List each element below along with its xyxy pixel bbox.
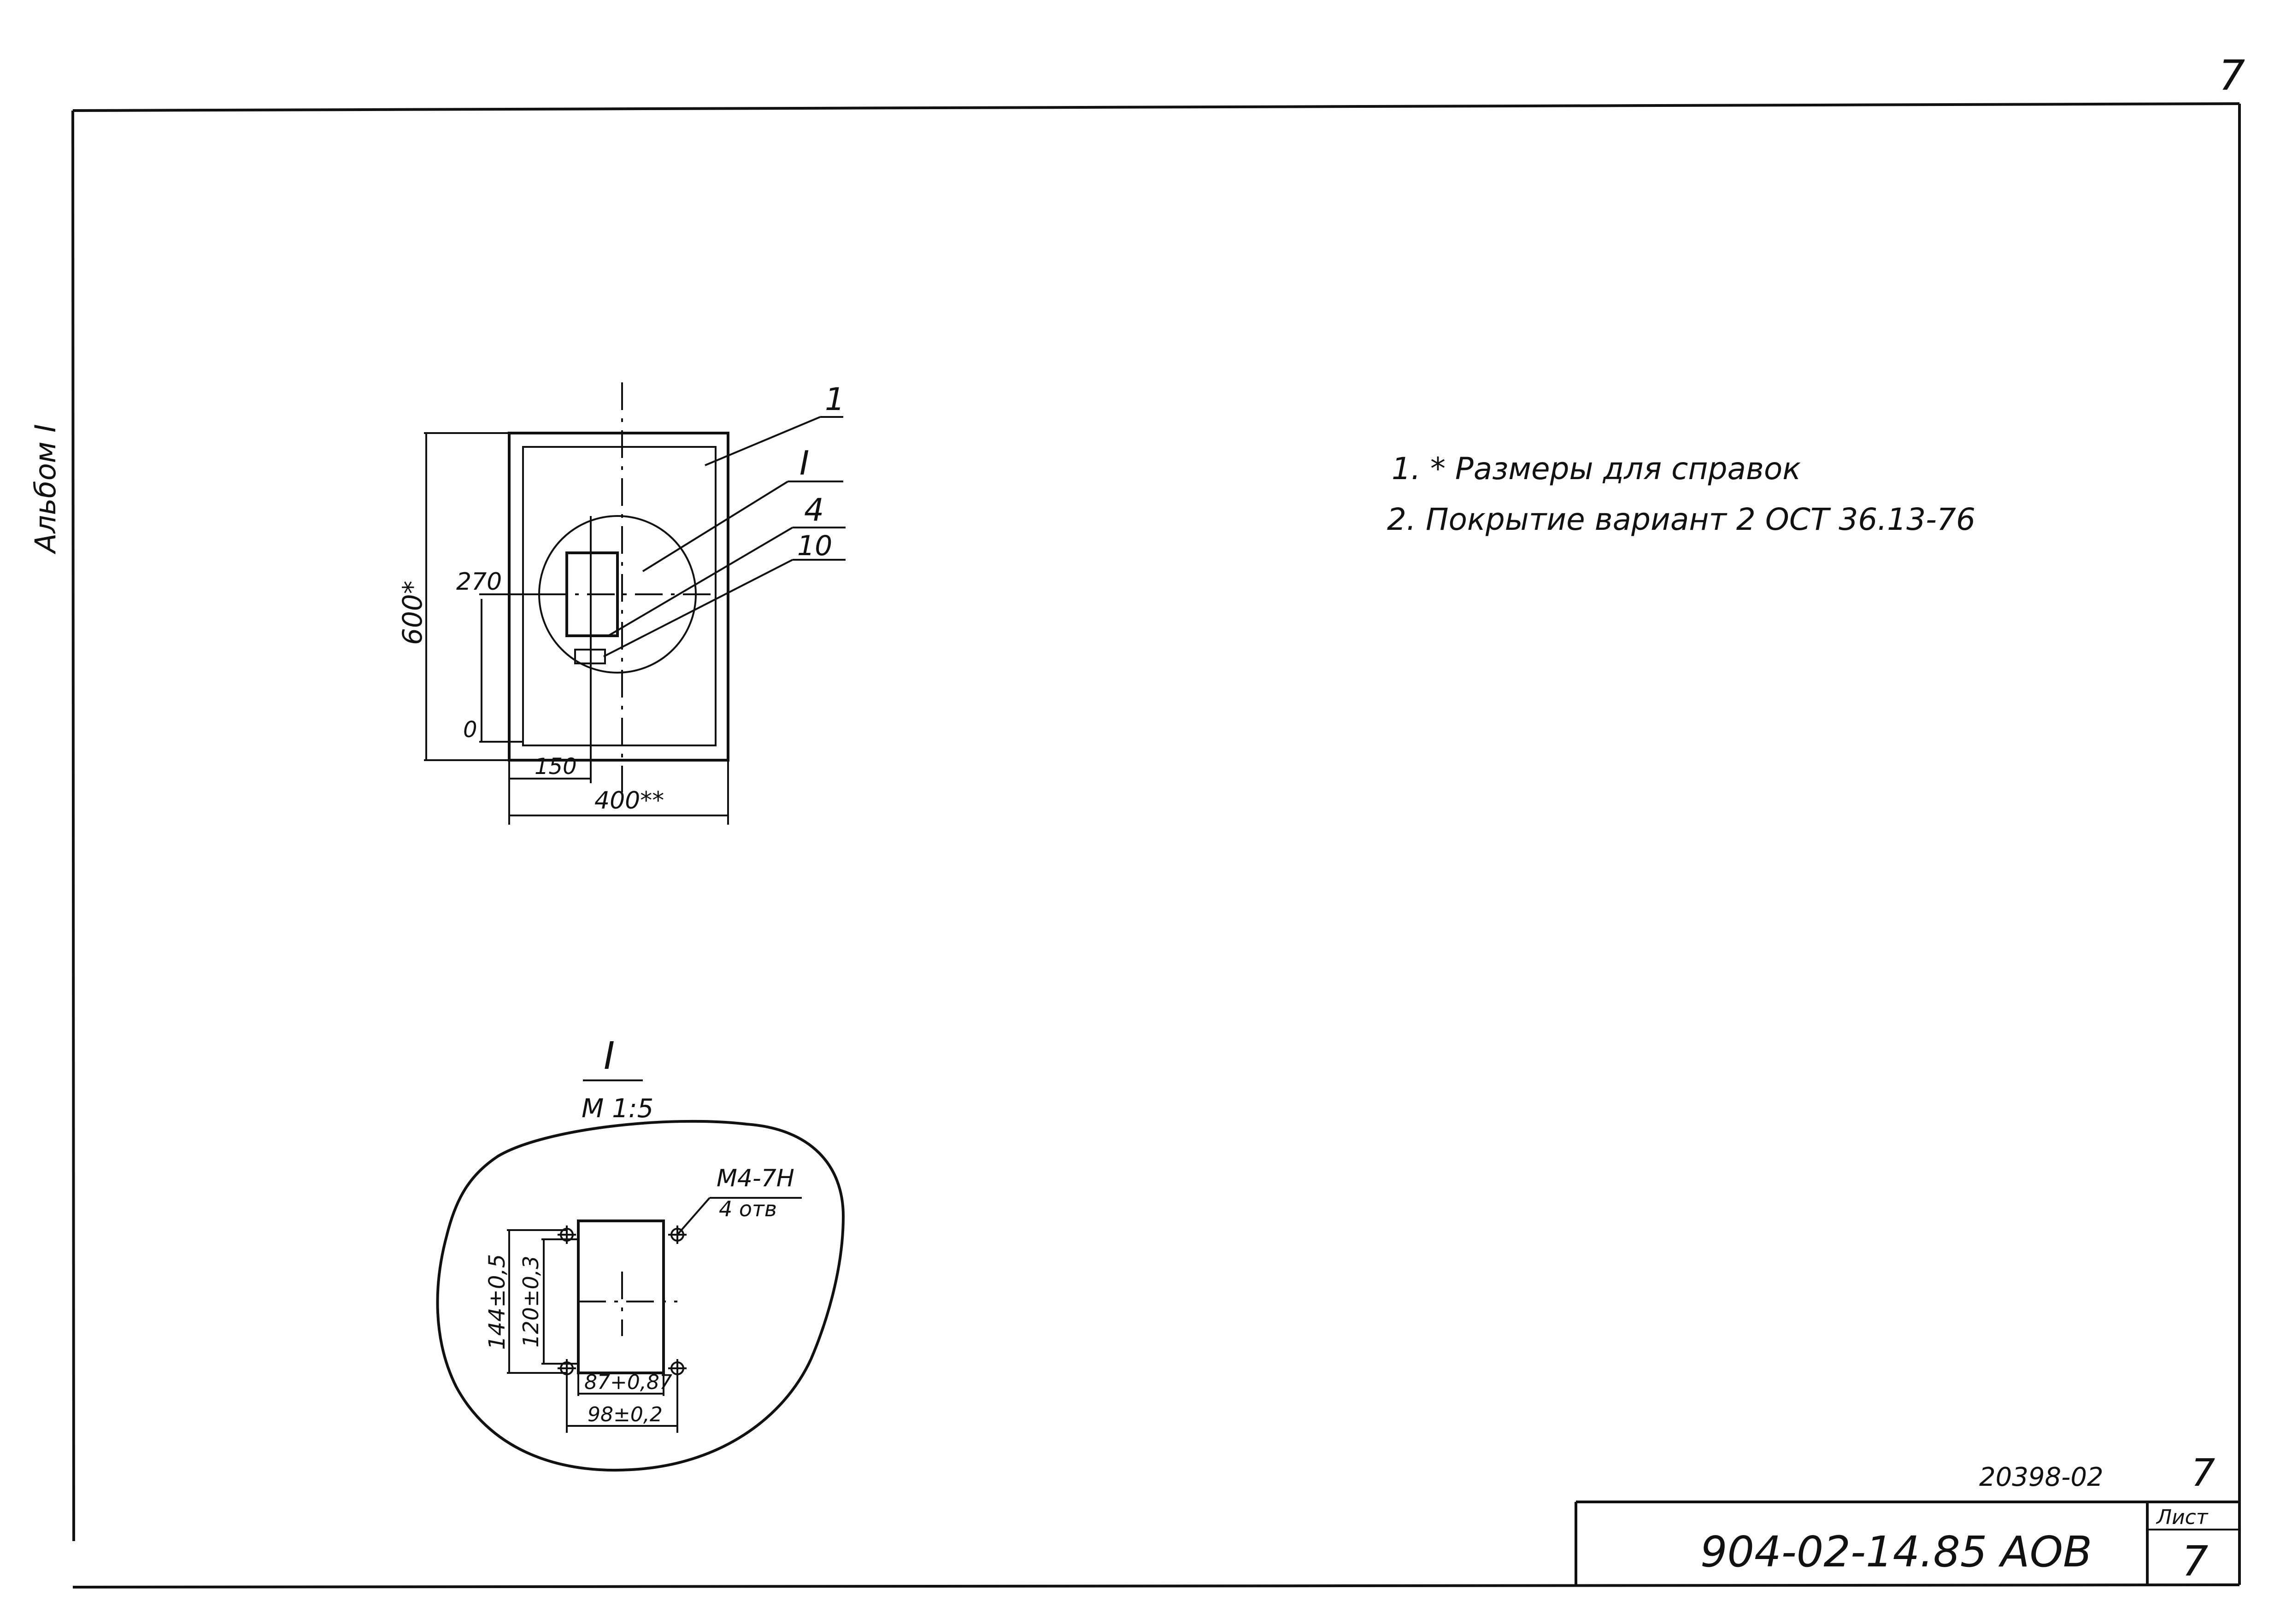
title-block: 20398-02 7 904-02-14.85 АОВ Лист 7 bbox=[1575, 1451, 2239, 1586]
frame-bottom bbox=[72, 1583, 2240, 1589]
thread-label: М4-7Н bbox=[717, 1165, 794, 1192]
main-view: 600* 270 0 400** 150 1 I 4 10 bbox=[397, 381, 846, 825]
sheet-number-above: 7 bbox=[2191, 1451, 2215, 1495]
detail-scale: М 1:5 bbox=[582, 1094, 653, 1124]
sheet-label: Лист bbox=[2156, 1506, 2209, 1529]
album-label: Альбом I bbox=[29, 424, 62, 555]
frame-left bbox=[71, 110, 75, 1542]
reg-number: 20398-02 bbox=[1979, 1462, 2104, 1492]
dim-600: 600* bbox=[397, 580, 428, 645]
note-2: 2. Покрытие вариант 2 ОСТ 36.13-76 bbox=[1387, 502, 1975, 537]
detail-device bbox=[577, 1219, 665, 1374]
callout-4: 4 bbox=[804, 492, 824, 528]
callout-I: I bbox=[799, 444, 809, 482]
corner-sheet-number: 7 bbox=[2219, 52, 2245, 100]
dim-98: 98±0,2 bbox=[588, 1403, 663, 1426]
dim-120: 120±0,3 bbox=[518, 1256, 543, 1348]
detail-view: I М 1:5 М4-7Н 4 отв bbox=[436, 1034, 845, 1472]
panel-inner bbox=[522, 446, 717, 746]
holes-label: 4 отв bbox=[719, 1196, 777, 1221]
detail-outline bbox=[436, 1120, 845, 1472]
note-1: 1. * Размеры для справок bbox=[1392, 451, 1801, 487]
dim-150: 150 bbox=[535, 754, 577, 780]
level-0: 0 bbox=[463, 717, 477, 743]
dim-400: 400** bbox=[594, 787, 664, 815]
panel-outer bbox=[508, 432, 729, 762]
callout-10: 10 bbox=[797, 530, 832, 562]
sheet-number: 7 bbox=[2182, 1537, 2208, 1586]
dim-87: 87+0,87 bbox=[584, 1371, 672, 1394]
doc-code: 904-02-14.85 АОВ bbox=[1700, 1527, 2092, 1577]
level-270: 270 bbox=[456, 568, 502, 596]
callout-1: 1 bbox=[825, 381, 845, 418]
dim-144: 144±0,5 bbox=[484, 1254, 510, 1350]
notes: 1. * Размеры для справок 2. Покрытие вар… bbox=[1387, 451, 1975, 537]
frame-top bbox=[72, 102, 2240, 112]
detail-title: I bbox=[604, 1034, 615, 1078]
